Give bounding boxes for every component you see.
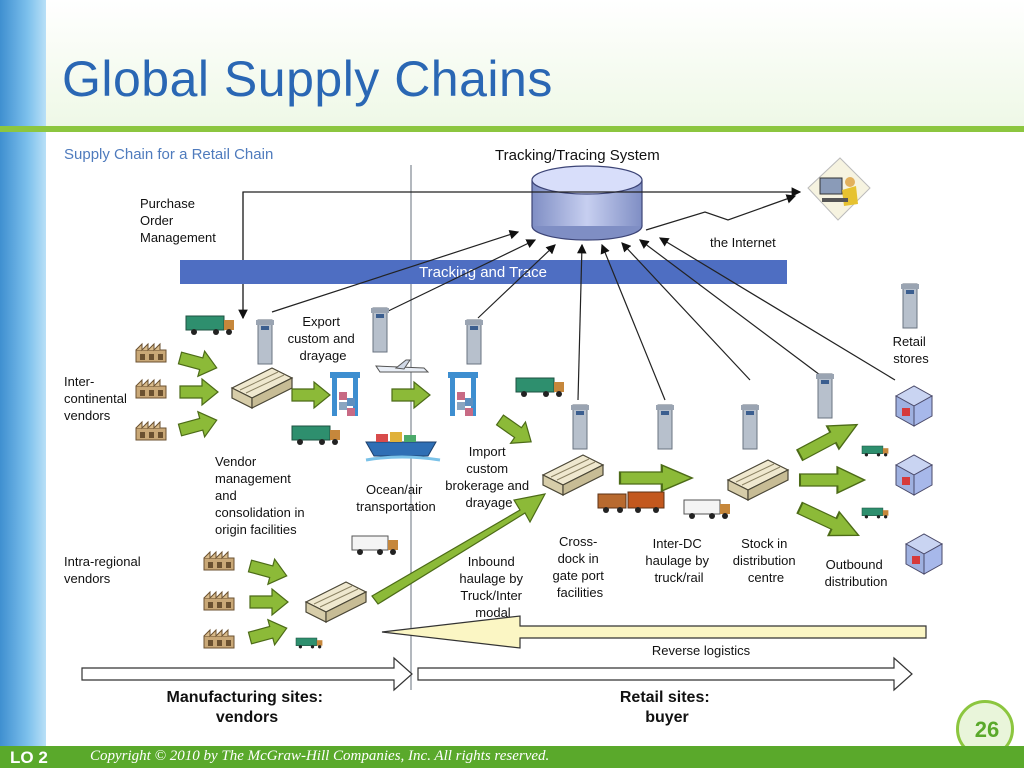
truck-icon [683, 499, 731, 520]
import-label: Import custom brokerage and drayage [445, 444, 532, 510]
cross-dock-label: Cross- dock in gate port facilities [553, 534, 608, 600]
truck-icon [515, 377, 565, 398]
retail-arrow [417, 656, 913, 692]
train-icon [597, 491, 665, 513]
airplane-icon [375, 359, 430, 373]
internet-label: the Internet [710, 235, 776, 250]
intercontinental-vendors-label: Inter- continental vendors [64, 374, 131, 423]
tracking-system-label: Tracking/Tracing System [495, 147, 660, 164]
reverse-logistics-label: Reverse logistics [652, 643, 751, 658]
diagram-caption: Supply Chain for a Retail Chain [64, 146, 273, 163]
tracking-tower-icon [570, 404, 590, 450]
flow-arrow-icon [792, 412, 865, 468]
slide-header [46, 0, 1024, 128]
copyright-text: Copyright © 2010 by The McGraw-Hill Comp… [90, 748, 550, 764]
flow-arrow-icon [793, 495, 866, 549]
retail-sites-label: Retail sites: buyer [620, 689, 714, 726]
inter-dc-label: Inter-DC haulage by truck/rail [645, 536, 712, 585]
warehouse-icon [542, 454, 604, 496]
flow-arrow-icon [246, 552, 291, 589]
truck-icon [861, 507, 889, 519]
intra-regional-label: Intra-regional vendors [64, 554, 144, 586]
tracking-tower-icon [900, 283, 920, 329]
footer-bar [0, 746, 1024, 768]
outbound-label: Outbound distribution [825, 557, 888, 589]
flow-arrow-icon [176, 344, 221, 381]
tracking-tower-icon [464, 319, 484, 365]
manufacturing-sites-label: Manufacturing sites: vendors [167, 689, 328, 726]
factory-icon [135, 343, 167, 363]
factory-icon [203, 591, 235, 611]
title-divider [0, 126, 1024, 132]
internet-link [645, 194, 797, 231]
page-number: 26 [974, 717, 1000, 742]
retail-store-icon [895, 454, 933, 496]
learning-objective-tag: LO 2 [10, 748, 48, 768]
truck-icon [185, 315, 235, 336]
port-crane-icon [448, 372, 478, 416]
tracking-tower-icon [255, 319, 275, 365]
flow-arrow-icon [176, 407, 221, 444]
manufacturing-arrow [81, 656, 413, 692]
reverse-logistics-arrow [381, 615, 927, 649]
warehouse-icon [305, 581, 367, 623]
tracking-tower-icon [815, 373, 835, 419]
factory-icon [203, 629, 235, 649]
tracking-tower-icon [740, 404, 760, 450]
factory-icon [203, 551, 235, 571]
tracking-bar-label: Tracking and Trace [419, 264, 547, 281]
inbound-label: Inbound haulage by Truck/Inter modal [459, 554, 526, 620]
purchase-order-label: Purchase Order Management [140, 196, 216, 245]
flow-arrow-icon [291, 381, 331, 409]
truck-icon [295, 637, 323, 649]
flow-arrow-icon [179, 378, 219, 406]
database-icon [531, 165, 643, 241]
tracking-arrows [271, 230, 896, 401]
lo-number: 2 [38, 748, 48, 767]
flow-arrow-icon [618, 463, 694, 493]
flow-arrow-icon [249, 588, 289, 616]
retail-store-icon [895, 385, 933, 427]
truck-icon [351, 535, 399, 556]
inbound-big-arrow [371, 493, 547, 605]
tracking-tower-icon [655, 404, 675, 450]
po-feedback-line [242, 187, 802, 318]
ocean-air-label: Ocean/air transportation [356, 482, 436, 514]
retail-store-icon [905, 533, 943, 575]
flow-arrow-icon [798, 465, 866, 495]
truck-icon [861, 445, 889, 457]
tracking-bar [180, 260, 787, 284]
factory-icon [135, 379, 167, 399]
export-label: Export custom and drayage [288, 314, 359, 363]
tracking-tower-icon [370, 307, 390, 353]
warehouse-icon [727, 459, 789, 501]
ship-icon [365, 432, 441, 462]
retail-stores-label: Retail stores [893, 334, 930, 366]
stock-dc-label: Stock in distribution centre [733, 536, 800, 585]
vendor-management-label: Vendor management and consolidation in o… [215, 454, 308, 537]
computer-user-icon [807, 157, 871, 221]
lo-label: LO [10, 748, 34, 767]
truck-icon [291, 425, 341, 446]
factory-icon [135, 421, 167, 441]
warehouse-icon [231, 367, 293, 409]
port-crane-icon [330, 372, 360, 416]
slide-title: Global Supply Chains [62, 51, 553, 107]
flow-arrow-icon [246, 615, 291, 652]
